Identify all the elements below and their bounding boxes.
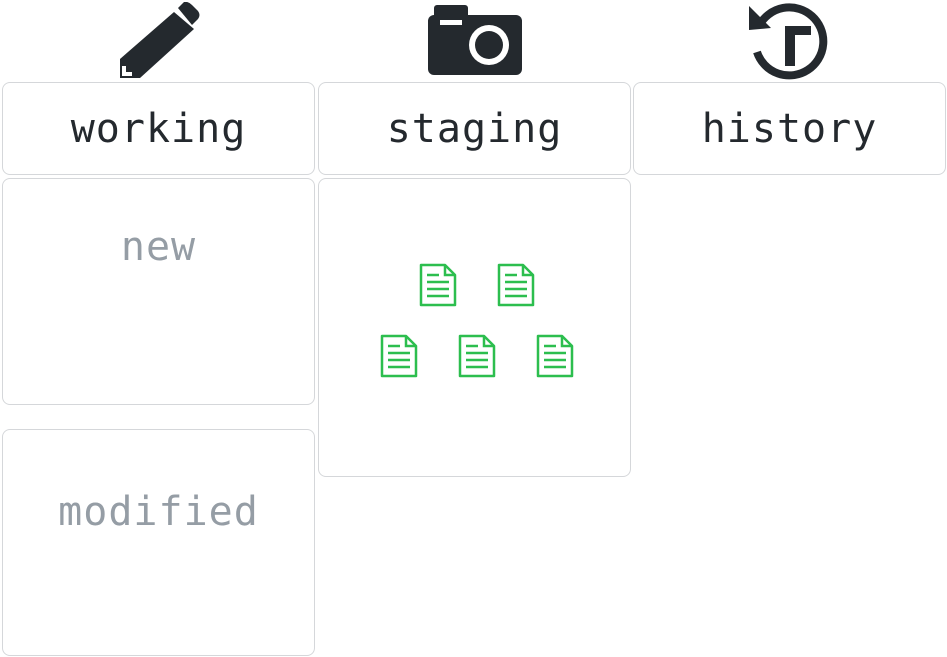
history-header: history [633,82,946,175]
history-label: history [701,105,878,152]
staging-label: staging [386,105,563,152]
working-label: working [70,105,247,152]
history-icon [747,0,831,82]
modified-label: modified [58,488,259,535]
staging-area [318,178,631,477]
modified-section: modified [2,429,315,656]
file-icon [458,334,496,378]
camera-icon [428,5,522,75]
pencil-icon [118,1,202,80]
file-icon [497,263,535,307]
staging-header: staging [318,82,631,175]
new-label: new [120,224,197,270]
new-section: new [2,178,315,405]
file-icon [419,263,457,307]
working-header: working [2,82,315,175]
file-icon [380,334,418,378]
file-icon [536,334,574,378]
